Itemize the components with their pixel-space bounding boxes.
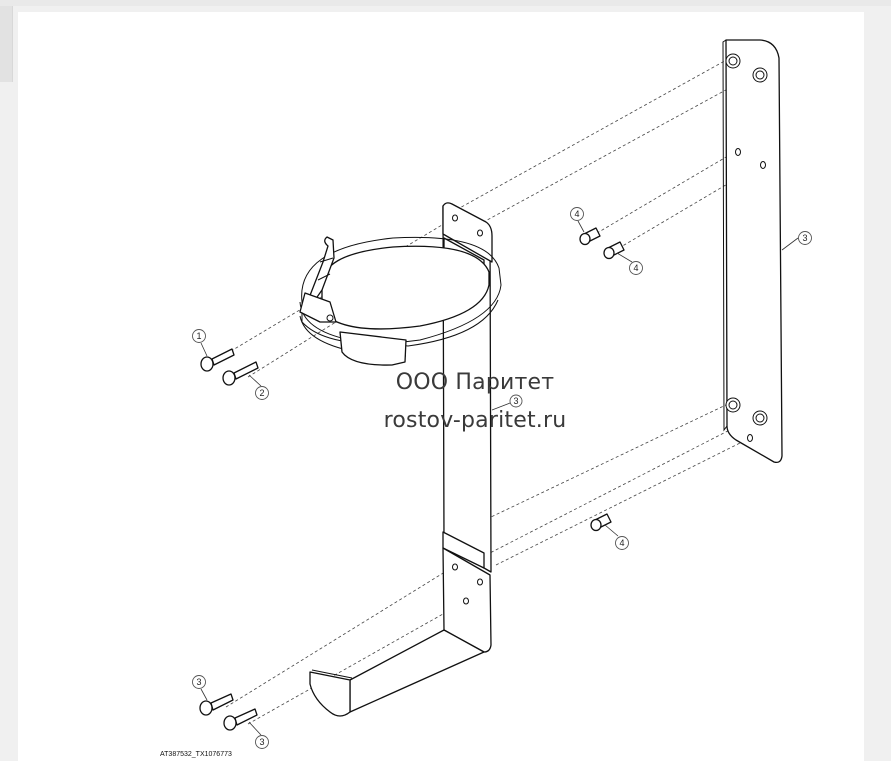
callout-1: 3	[509, 394, 523, 408]
callout-3b: 2	[255, 386, 269, 400]
callout-leaders	[200, 220, 799, 736]
svg-text:2: 2	[259, 388, 264, 398]
svg-text:1: 1	[196, 331, 201, 341]
mounting-plate	[722, 39, 783, 464]
callout-4c: 4	[615, 536, 629, 550]
bolt-upper-1	[200, 348, 235, 372]
watermark-company-name: ООО Паритет	[395, 370, 555, 395]
svg-text:3: 3	[259, 737, 264, 747]
svg-text:3: 3	[196, 677, 201, 687]
callout-2: 3	[798, 231, 812, 245]
watermark-website: rostov-paritet.ru	[383, 408, 567, 433]
bolt-lower-2	[223, 708, 258, 731]
nut-upper-2	[603, 241, 625, 260]
svg-text:4: 4	[633, 263, 638, 273]
nut-upper-1	[579, 227, 601, 246]
svg-text:4: 4	[574, 209, 579, 219]
callout-3d: 3	[255, 735, 269, 749]
svg-text:4: 4	[619, 538, 624, 548]
figure-id-label: AT387532_TX1076773	[160, 751, 232, 758]
nut-lower	[590, 513, 612, 532]
bolt-lower-1	[199, 693, 234, 716]
bolt-upper-2	[222, 361, 259, 386]
svg-text:3: 3	[802, 233, 807, 243]
callout-3a: 1	[192, 329, 206, 343]
left-edge-panel	[0, 6, 13, 82]
extinguisher-bracket	[299, 202, 502, 717]
callout-3c: 3	[192, 675, 206, 689]
callout-4b: 4	[629, 261, 643, 275]
top-strip	[0, 0, 891, 6]
svg-text:3: 3	[513, 396, 518, 406]
callout-4a: 4	[570, 207, 584, 221]
